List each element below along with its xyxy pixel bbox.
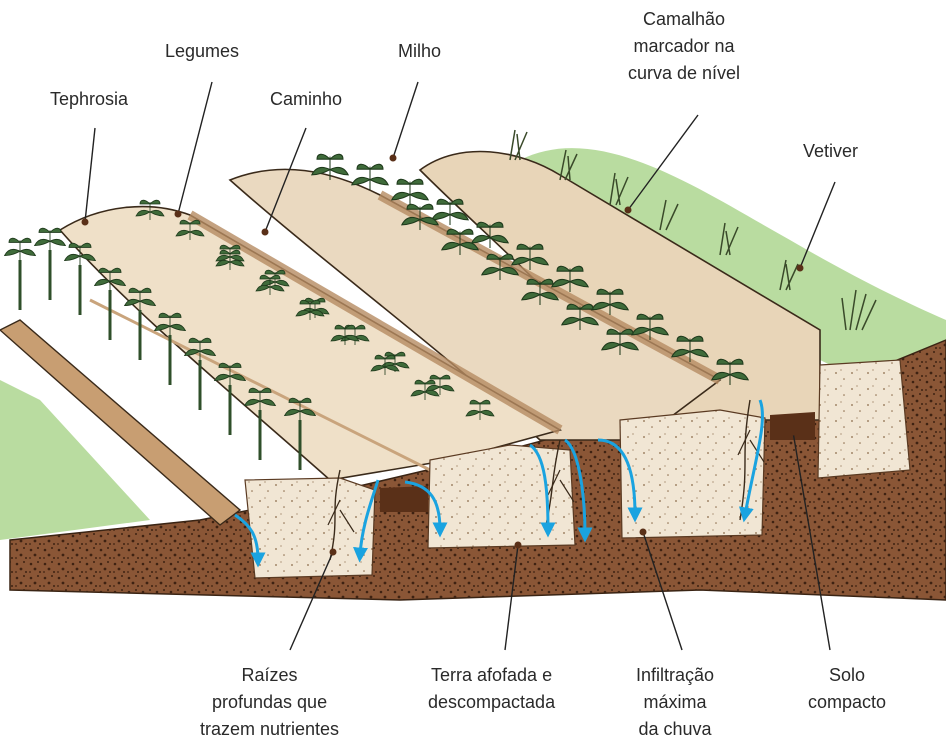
leader-line — [85, 128, 95, 222]
label-vetiver: Vetiver — [803, 138, 858, 165]
label-milho: Milho — [398, 38, 441, 65]
leader-dot — [330, 549, 337, 556]
label-legumes: Legumes — [165, 38, 239, 65]
leader-dot — [515, 542, 522, 549]
leader-dot — [262, 229, 269, 236]
leader-line — [178, 82, 212, 214]
leader-dot — [175, 211, 182, 218]
leader-dot — [390, 155, 397, 162]
label-tephrosia: Tephrosia — [50, 86, 128, 113]
label-raizes: Raízes profundas que trazem nutrientes — [200, 662, 339, 743]
tephrosia-plant — [35, 228, 66, 250]
leader-dot — [797, 265, 804, 272]
grass-left — [0, 380, 150, 540]
pit — [245, 478, 375, 578]
label-terra: Terra afofada e descompactada — [428, 662, 555, 716]
pit — [818, 360, 910, 478]
leader-dot — [82, 219, 89, 226]
leader-dot — [640, 529, 647, 536]
compact-soil — [770, 412, 815, 440]
leader-dot — [790, 429, 797, 436]
label-caminho: Caminho — [270, 86, 342, 113]
leader-line — [393, 82, 418, 158]
compact-soil — [380, 486, 428, 512]
pit — [620, 410, 765, 538]
label-camalhao: Camalhão marcador na curva de nível — [628, 6, 740, 87]
label-infiltracao: Infiltração máxima da chuva — [636, 662, 714, 743]
leader-line — [800, 182, 835, 268]
pit — [428, 445, 575, 548]
label-solo: Solo compacto — [808, 662, 886, 716]
tephrosia-plant — [5, 238, 36, 260]
leader-dot — [625, 207, 632, 214]
